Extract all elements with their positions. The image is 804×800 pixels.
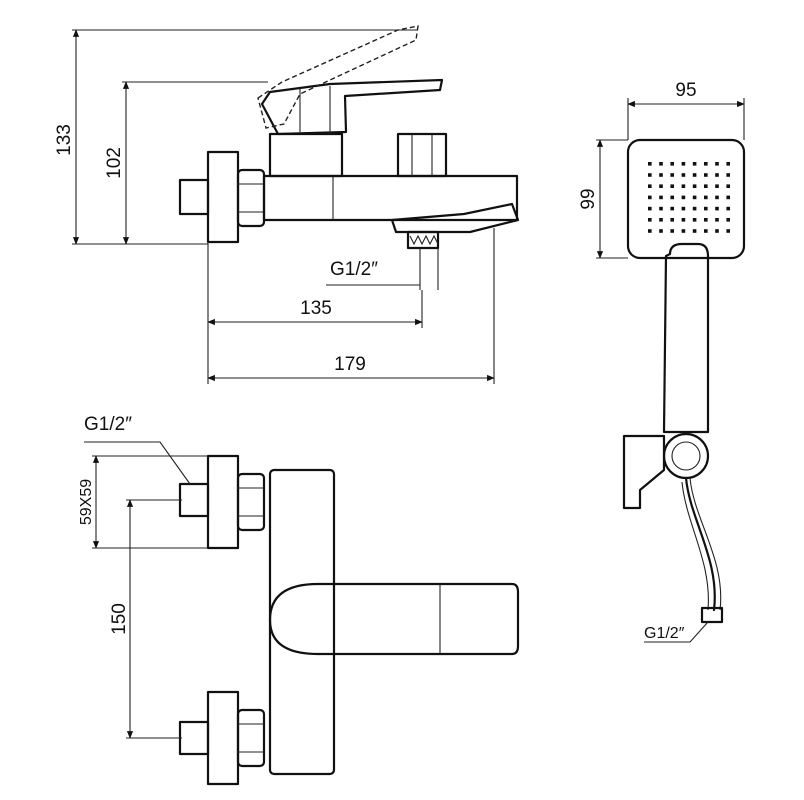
mixer-body [262,174,519,222]
nozzle [659,173,663,177]
nozzle [670,218,674,222]
nozzle [692,195,697,200]
nozzle [670,173,674,177]
nozzle [670,206,674,211]
nozzle [670,195,674,200]
nozzle [704,184,708,188]
nozzle [726,195,730,200]
nozzle [715,162,719,166]
nozzle [692,162,697,166]
nozzle [726,173,730,177]
outlet-thread-label: G1/2″ [330,259,378,280]
lower-nut [236,708,266,768]
wall-flange [206,150,240,244]
diverter-knob [396,132,448,178]
upper-inlet-pipe [178,482,210,518]
nozzle [704,162,708,166]
nozzle [726,162,730,166]
nozzle [692,218,697,222]
nozzle [681,218,686,222]
lower-flange [206,690,240,786]
nozzle [681,206,686,211]
hex-nut [236,168,266,228]
dim-overall-height: 133 [54,124,75,156]
cartridge-column [268,132,344,178]
shower-handle [662,242,710,434]
nozzle [648,195,652,200]
nozzle [681,184,686,188]
shower-hose [684,476,716,612]
dim-flange-size: 59X59 [78,479,95,525]
lever-raised-outline [257,25,419,129]
nozzle [648,173,652,177]
hand-shower-view: 95 99 G1/2″ [578,80,746,643]
nozzle [726,218,730,222]
dim-spout-reach: 179 [334,354,366,375]
nozzle-grid [648,162,730,233]
nozzle [715,218,719,222]
nozzle [681,195,686,200]
nozzle [659,184,663,188]
hose-connector [700,606,724,624]
nozzle [681,229,686,233]
nozzle [704,173,708,177]
nozzle [659,229,663,233]
nozzle [704,206,708,211]
nozzle [692,173,697,177]
nozzle [726,206,730,211]
nozzle [681,162,686,166]
dim-center-distance: 150 [109,603,130,635]
nozzle [692,206,697,211]
nozzle [704,218,708,222]
nozzle [659,162,663,166]
nozzle [715,173,719,177]
nozzle [659,206,663,211]
shower-holder [622,434,666,510]
front-lever [268,582,520,656]
nozzle [715,206,719,211]
nozzle [648,162,652,166]
nozzle [715,184,719,188]
nozzle [659,218,663,222]
nozzle [704,195,708,200]
upper-nut [236,472,266,532]
nozzle [648,229,652,233]
nozzle [681,173,686,177]
nozzle [648,184,652,188]
inlet-thread-label: G1/2″ [84,414,132,435]
dim-body-height: 102 [104,147,125,179]
side-view: 133 102 G1/2″ 135 179 [54,25,520,384]
nozzle [715,195,719,200]
dim-shower-height: 99 [578,188,599,209]
nozzle [704,229,708,233]
upper-flange [206,454,240,550]
nozzle [726,184,730,188]
nozzle [648,206,652,211]
nozzle [648,218,652,222]
nozzle [692,184,697,188]
holder-ring [662,432,710,480]
inlet-pipe [178,178,210,216]
nozzle [715,229,719,233]
spout [390,202,520,234]
outlet-thread [406,230,440,250]
lower-inlet-pipe [178,720,210,756]
front-body [268,468,336,776]
lever-handle [260,78,444,136]
nozzle [726,229,730,233]
nozzle [670,229,674,233]
nozzle [670,184,674,188]
hose-thread-label: G1/2″ [644,625,685,642]
shower-head [626,138,746,260]
nozzle [670,162,674,166]
dim-shower-width: 95 [675,80,696,101]
dim-outlet-offset: 135 [300,298,332,319]
nozzle [692,229,697,233]
nozzle [659,195,663,200]
front-view: G1/2″ 59X59 150 [78,414,520,786]
